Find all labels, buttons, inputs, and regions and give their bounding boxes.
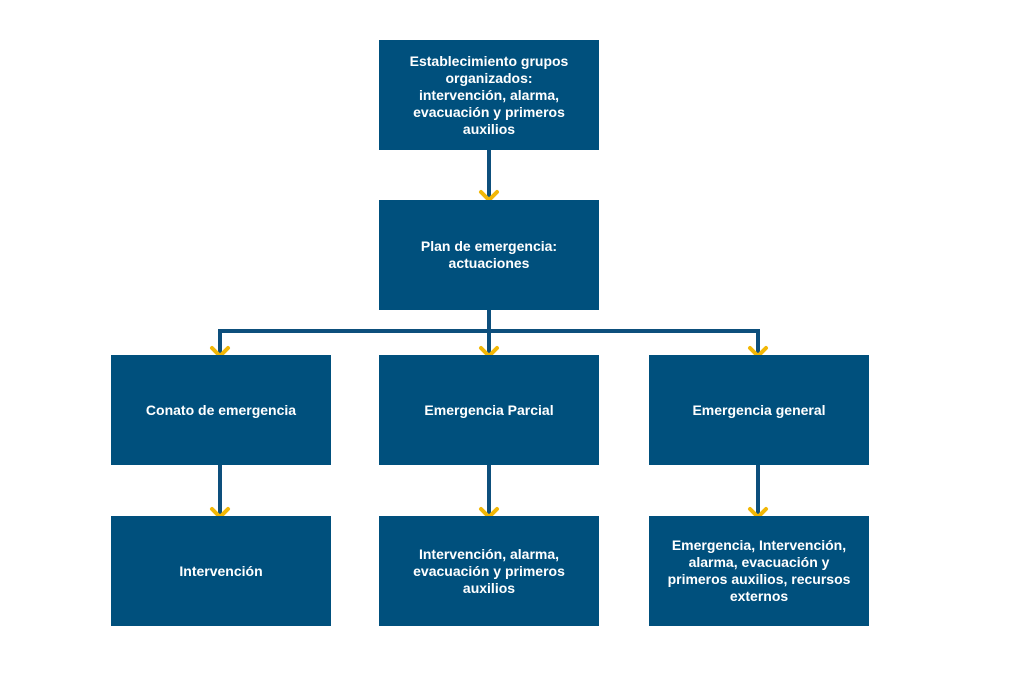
node-parcial: Emergencia Parcial [379, 355, 599, 465]
node-plan: Plan de emergencia: actuaciones [379, 200, 599, 310]
node-parcial-action: Intervención, alarma, evacuación y prime… [379, 516, 599, 626]
node-label: Emergencia, Intervención, alarma, evacua… [667, 537, 851, 604]
node-label: Emergencia Parcial [424, 401, 554, 418]
node-establecimiento: Establecimiento grupos organizados: inte… [379, 40, 599, 150]
node-conato-action: Intervención [111, 516, 331, 626]
node-general: Emergencia general [649, 355, 869, 465]
connector-bus [218, 329, 760, 355]
node-general-action: Emergencia, Intervención, alarma, evacua… [649, 516, 869, 626]
node-conato: Conato de emergencia [111, 355, 331, 465]
node-label: Plan de emergencia: actuaciones [420, 238, 558, 271]
node-label: Intervención [179, 562, 263, 579]
node-label: Intervención, alarma, evacuación y prime… [413, 545, 565, 596]
node-label: Conato de emergencia [145, 401, 297, 418]
node-label: Establecimiento grupos organizados: inte… [409, 52, 569, 137]
node-label: Emergencia general [692, 401, 826, 418]
